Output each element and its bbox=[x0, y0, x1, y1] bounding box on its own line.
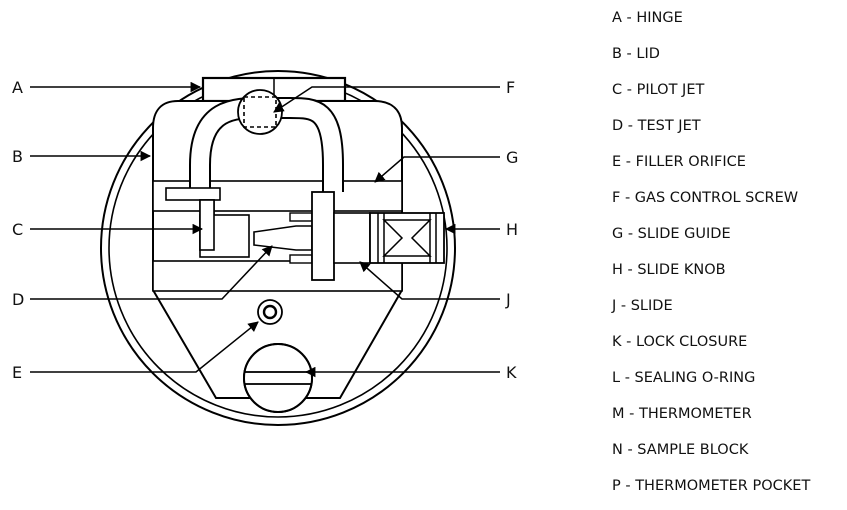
callout-G: G bbox=[506, 148, 518, 167]
legend-item-f: F - GAS CONTROL SCREW bbox=[612, 190, 799, 206]
callout-A: A bbox=[12, 78, 23, 97]
callout-B: B bbox=[12, 147, 23, 166]
slide bbox=[311, 191, 335, 281]
legend-item-c: C - PILOT JET bbox=[612, 82, 705, 98]
callout-E: E bbox=[12, 363, 22, 382]
callout-C: C bbox=[12, 220, 23, 239]
slide-arm bbox=[333, 212, 371, 264]
legend-item-h: H - SLIDE KNOB bbox=[612, 262, 726, 278]
pilot-jet-bracket bbox=[165, 187, 221, 201]
legend-item-p: P - THERMOMETER POCKET bbox=[612, 478, 811, 494]
callout-D: D bbox=[12, 290, 24, 309]
parts-legend: A - HINGE B - LID C - PILOT JET D - TEST… bbox=[612, 6, 844, 510]
legend-item-b: B - LID bbox=[612, 46, 660, 62]
outer-rim bbox=[100, 70, 456, 426]
legend-item-a: A - HINGE bbox=[612, 10, 683, 26]
leader-G bbox=[374, 156, 500, 183]
leader-J bbox=[359, 261, 500, 300]
legend-item-d: D - TEST JET bbox=[612, 118, 701, 134]
leader-D bbox=[30, 245, 273, 300]
legend-item-j: J - SLIDE bbox=[612, 298, 673, 314]
leader-F bbox=[273, 86, 500, 113]
leader-E bbox=[30, 321, 259, 373]
legend-item-l: L - SEALING O-RING bbox=[612, 370, 756, 386]
legend-item-e: E - FILLER ORIFICE bbox=[612, 154, 746, 170]
lock-closure[interactable] bbox=[243, 343, 313, 413]
callout-K: K bbox=[506, 363, 517, 382]
legend-item-m: M - THERMOMETER bbox=[612, 406, 752, 422]
legend-item-g: G - SLIDE GUIDE bbox=[612, 226, 731, 242]
legend-item-n: N - SAMPLE BLOCK bbox=[612, 442, 749, 458]
callout-H: H bbox=[506, 220, 518, 239]
callout-J: J bbox=[505, 290, 511, 309]
legend-item-k: K - LOCK CLOSURE bbox=[612, 334, 748, 350]
slide-knob[interactable] bbox=[369, 212, 445, 264]
filler-orifice bbox=[257, 299, 283, 325]
callout-F: F bbox=[506, 78, 515, 97]
apparatus-diagram: A B C D E F G H J K bbox=[12, 70, 518, 426]
